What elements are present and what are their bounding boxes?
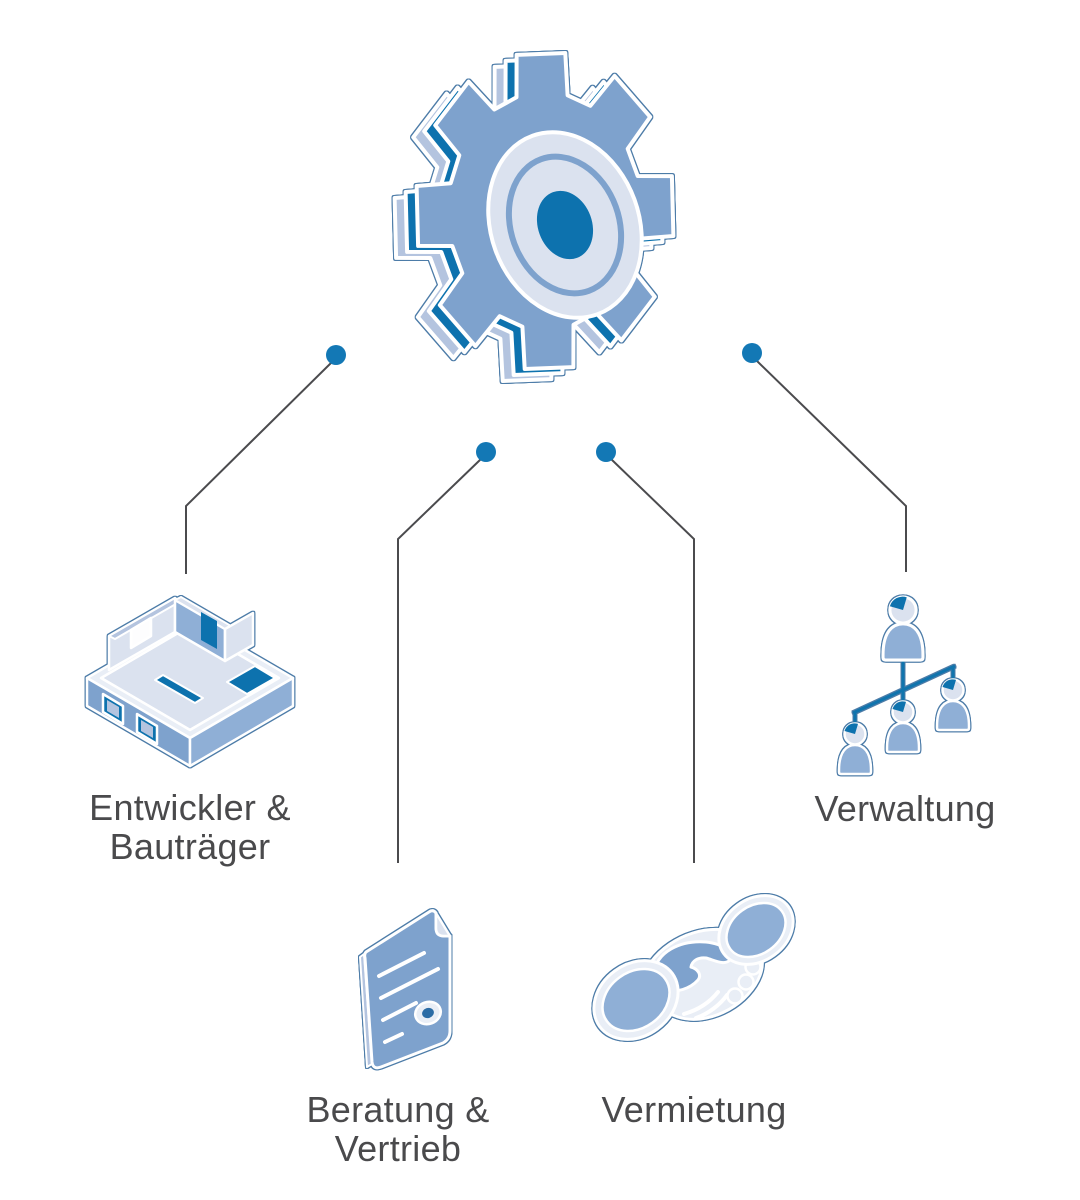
connector-line-entwickler: [185, 361, 333, 574]
connector-line-vermietung: [610, 458, 695, 863]
contract-seal: [413, 1000, 443, 1026]
connector-line-verwaltung: [756, 360, 907, 572]
floorplan-partition-wall: [173, 598, 227, 663]
connector-dot: [742, 343, 762, 363]
handshake-upper-hand: [652, 940, 733, 993]
handshake-knuckle: [737, 973, 755, 991]
label-line: Entwickler &: [89, 787, 291, 828]
floorplan-wall-rim: [85, 616, 295, 740]
handshake-icon: [592, 894, 795, 1041]
connector-dot: [326, 345, 346, 365]
node-label-beratung-vertrieb: Beratung & Vertrieb: [218, 1090, 578, 1168]
handshake-right-cuff: [717, 894, 795, 966]
node-label-entwickler-bautraeger: Entwickler & Bauträger: [10, 788, 370, 866]
connector-dot: [596, 442, 616, 462]
handshake-lower-hand: [645, 927, 764, 1021]
floorplan-interior-window: [129, 616, 153, 650]
contract-fold-corner: [434, 911, 452, 938]
label-line: Vermietung: [601, 1089, 787, 1130]
gear-icon: [392, 51, 676, 383]
node-label-verwaltung: Verwaltung: [725, 789, 1080, 828]
connector-line-beratung: [397, 458, 482, 863]
handshake-left-cuff: [592, 959, 680, 1041]
contract-page-edge: [359, 953, 373, 1068]
handshake-knuckle: [744, 958, 762, 976]
floorplan-floor: [99, 624, 281, 732]
floorplan-partition-return: [223, 611, 255, 663]
connector-dot: [476, 442, 496, 462]
org-chart-person: [935, 678, 971, 732]
floorplan-window: [135, 712, 159, 746]
floorplan-icon: [85, 596, 295, 768]
contract-icon: [359, 909, 452, 1070]
floorplan-doorway: [201, 612, 217, 649]
label-line: Bauträger: [109, 826, 271, 867]
floorplan-front-left-wall: [85, 676, 192, 768]
floorplan-interior-wall: [107, 596, 177, 672]
node-label-vermietung: Vermietung: [514, 1090, 874, 1129]
gear-hub: [486, 130, 644, 320]
floorplan-window: [101, 692, 125, 726]
org-chart-icon: [837, 595, 971, 776]
handshake-knuckle: [726, 987, 744, 1005]
label-line: Beratung &: [306, 1089, 490, 1130]
org-chart-person: [837, 722, 873, 776]
floorplan-floor-patch: [226, 665, 276, 695]
label-line: Vertrieb: [334, 1128, 462, 1169]
org-chart-manager: [881, 595, 925, 662]
contract-page: [363, 909, 452, 1070]
floorplan-floor-strip: [154, 674, 204, 704]
handshake-right-wrist: [722, 922, 772, 970]
org-chart-person: [885, 700, 921, 754]
floorplan-front-right-wall: [188, 676, 295, 768]
handshake-left-wrist: [644, 970, 694, 1014]
label-line: Verwaltung: [814, 788, 996, 829]
